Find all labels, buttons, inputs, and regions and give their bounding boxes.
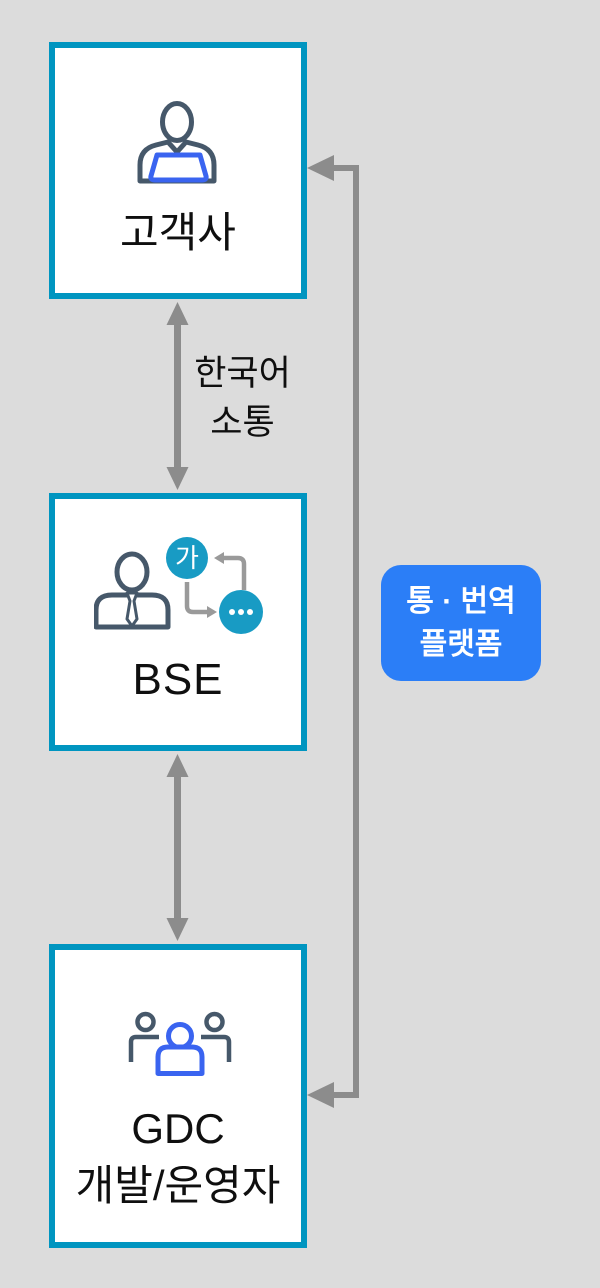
arrow-down-head xyxy=(166,467,189,490)
center-person-body xyxy=(155,1044,205,1076)
arrow-left-head-top xyxy=(307,155,334,181)
left-person-head xyxy=(135,1011,156,1033)
right-person-head xyxy=(204,1011,225,1033)
arrow-down-head xyxy=(166,918,189,941)
ellipsis-dots-icon xyxy=(229,609,253,615)
bse-label: BSE xyxy=(132,655,224,704)
tie-shape xyxy=(125,591,139,628)
platform-badge-line2: 플랫폼 xyxy=(419,628,503,661)
arrow-bse-gdc xyxy=(166,754,189,941)
arrow-customer-bse xyxy=(166,302,189,490)
gdc-box xyxy=(49,944,307,1248)
gdc-label-line2: 개발/운영자 xyxy=(75,1162,281,1209)
center-person-head xyxy=(166,1022,194,1050)
right-person-body xyxy=(201,1034,232,1062)
head-shape xyxy=(114,551,150,593)
source-language-circle: 가 xyxy=(166,537,208,579)
bse-box xyxy=(49,493,307,751)
platform-badge-line1: 통 · 번역 xyxy=(406,585,516,618)
edge-label-line2: 소통 xyxy=(210,403,275,442)
edge-label-korean-communication: 한국어 소통 xyxy=(185,349,300,447)
customer-label: 고객사 xyxy=(120,209,236,256)
person-laptop-icon xyxy=(137,101,217,184)
platform-loop-connector xyxy=(307,155,359,1108)
target-language-circle xyxy=(219,590,263,634)
left-person-body xyxy=(128,1034,159,1062)
arrow-left-head-bottom xyxy=(307,1082,334,1108)
translator-icon: 가 xyxy=(94,537,263,634)
gdc-label-line1: GDC xyxy=(131,1105,225,1152)
gdc-label: GDC 개발/운영자 xyxy=(49,1100,307,1214)
customer-box xyxy=(49,42,307,299)
people-group-icon xyxy=(128,1011,232,1076)
source-language-char: 가 xyxy=(175,543,199,573)
platform-badge: 통 · 번역 플랫폼 xyxy=(381,565,541,681)
arrow-up-head xyxy=(166,302,189,325)
translation-cycle-arrows xyxy=(184,552,247,618)
edge-label-line1: 한국어 xyxy=(194,354,291,393)
laptop-shape xyxy=(148,152,209,183)
head-shape xyxy=(160,101,194,143)
arrow-up-head xyxy=(166,754,189,777)
